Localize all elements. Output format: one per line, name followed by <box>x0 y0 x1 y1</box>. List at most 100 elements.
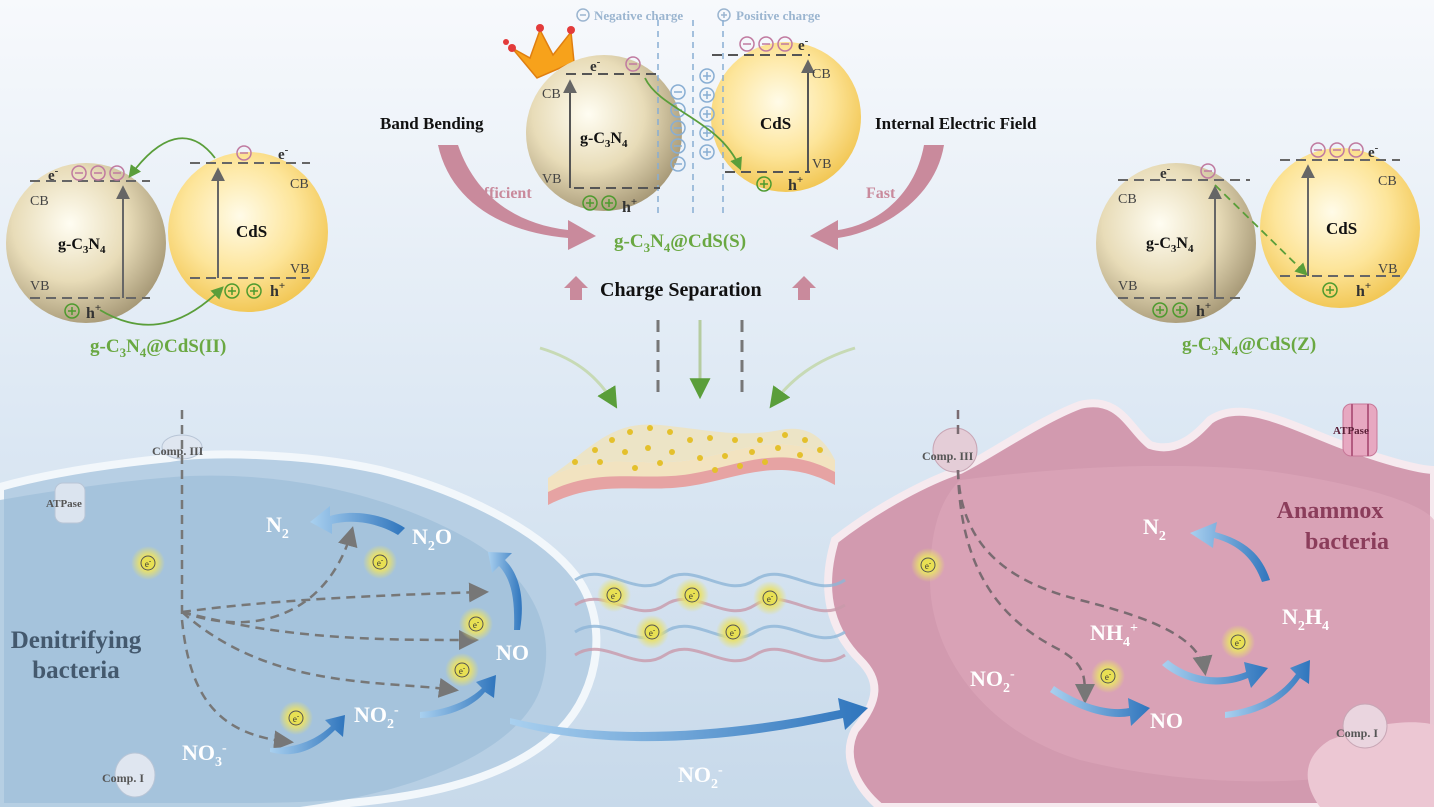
svg-text:e-: e- <box>473 618 480 630</box>
atpase-right: ATPase <box>1333 403 1378 457</box>
cb-label: CB <box>1118 192 1137 207</box>
gcn-label: g-C3N4 <box>580 130 628 150</box>
vb-label: VB <box>290 262 309 277</box>
svg-text:e-: e- <box>767 592 774 604</box>
positive-charge-icon <box>717 8 731 22</box>
cds-label: CdS <box>760 114 791 133</box>
no3-label: NO3- <box>182 740 227 770</box>
comp3-label: Comp. III <box>152 444 204 458</box>
electron-icon: e- <box>459 607 493 641</box>
electron-label: e- <box>798 35 809 54</box>
electron-icon: e- <box>445 653 479 687</box>
svg-text:e-: e- <box>925 559 932 571</box>
electron-icon: e- <box>753 581 787 615</box>
anammox-label: Anammox <box>1277 498 1384 524</box>
no2-label-middle: NO2- <box>678 762 723 792</box>
electron-icon: e- <box>1221 625 1255 659</box>
negative-charge-icon <box>576 8 590 22</box>
n2-label-left: N2 <box>266 512 289 542</box>
electron-icon: e- <box>675 578 709 612</box>
hole-label: h+ <box>788 174 803 194</box>
light-arrows <box>539 320 856 409</box>
positive-charge-icons <box>582 176 772 211</box>
vb-label: VB <box>30 279 49 294</box>
electron-label: e- <box>1160 163 1171 182</box>
n2h4-label: N2H4 <box>1282 604 1329 634</box>
electrons: e- e- e- e- e- e- e- e- e- e- e- e- e- <box>131 545 1255 735</box>
gcn-sphere <box>526 55 682 211</box>
interface-negative-charges <box>670 84 686 172</box>
anammox-cell: Anammox bacteria <box>824 399 1434 807</box>
positive-charge-icons <box>64 283 262 319</box>
gcn-sphere <box>6 163 166 323</box>
comp1-protein-right: Comp. I <box>1336 703 1388 749</box>
photocatalyst-sheet <box>548 424 835 505</box>
no2-label-right: NO2- <box>970 666 1015 696</box>
band-bending-label: Band Bending <box>380 114 484 133</box>
cb-label: CB <box>812 67 831 82</box>
svg-text:e-: e- <box>459 664 466 676</box>
charge-legend: Negative charge Positive charge <box>576 8 820 23</box>
zscheme-heterojunction: CB VB CB VB g-C3N4 CdS e- e- h+ h+ g-C3N… <box>1096 142 1420 358</box>
denitrification-arrows <box>270 506 868 755</box>
hole-label: h+ <box>1196 300 1211 320</box>
charge-separation-label: Charge Separation <box>600 279 762 301</box>
electron-label: e- <box>1368 142 1379 161</box>
anammox-electron-paths <box>956 410 1213 704</box>
hole-label: h+ <box>1356 280 1371 300</box>
species-labels: N2 N2O NO NO2- NO3- NO2- N2 NH4+ N2H4 NO… <box>182 512 1329 792</box>
svg-text:e-: e- <box>1105 670 1112 682</box>
positive-charge-icons <box>1152 282 1338 318</box>
cb-label: CB <box>30 194 49 209</box>
comp3-label: Comp. III <box>922 449 974 463</box>
atpase-left: ATPase <box>46 482 86 524</box>
denitrifying-label: bacteria <box>32 657 120 684</box>
atpase-label: ATPase <box>46 498 82 510</box>
electron-label: e- <box>48 165 59 184</box>
electron-icon: e- <box>363 545 397 579</box>
electron-label: e- <box>278 144 289 163</box>
fast-arrow <box>810 145 944 250</box>
vb-label: VB <box>812 157 831 172</box>
electron-icon: e- <box>131 546 165 580</box>
electron-icon: e- <box>597 578 631 612</box>
denitrifying-electron-paths <box>180 410 489 751</box>
electron-icon: e- <box>279 701 313 735</box>
electron-icon: e- <box>1091 659 1125 693</box>
no-label-right: NO <box>1150 708 1183 733</box>
anammox-label: bacteria <box>1305 529 1389 555</box>
electron-label: e- <box>590 56 601 75</box>
sscheme-label: g-C3N4@CdS(S) <box>614 231 746 255</box>
svg-text:e-: e- <box>1235 636 1242 648</box>
comp1-label: Comp. I <box>1336 726 1378 740</box>
svg-text:e-: e- <box>649 626 656 638</box>
zscheme-label: g-C3N4@CdS(Z) <box>1182 334 1316 358</box>
cds-sphere <box>168 152 328 312</box>
nh4-label: NH4+ <box>1090 620 1138 650</box>
no2-label-left: NO2- <box>354 702 399 732</box>
hole-label: h+ <box>270 280 285 300</box>
up-arrow-icon <box>792 276 816 300</box>
svg-text:e-: e- <box>689 589 696 601</box>
hole-label: h+ <box>86 302 101 322</box>
svg-text:e-: e- <box>611 589 618 601</box>
denitrifying-label: Denitrifying <box>11 627 142 654</box>
fast-label: Fast <box>866 185 896 202</box>
positive-charge-label: Positive charge <box>736 8 820 23</box>
comp3-protein-right: Comp. III <box>922 427 978 473</box>
gcn-label: g-C3N4 <box>1146 235 1194 255</box>
vb-label: VB <box>1118 279 1137 294</box>
efficient-arrow <box>438 145 596 250</box>
atpase-label: ATPase <box>1333 425 1369 437</box>
svg-text:e-: e- <box>377 556 384 568</box>
cb-label: CB <box>290 177 309 192</box>
cds-sphere <box>711 42 861 192</box>
cds-label: CdS <box>236 222 267 241</box>
cb-label: CB <box>542 87 561 102</box>
negative-charge-icons <box>71 145 252 181</box>
electron-conduits <box>574 572 846 663</box>
negative-charge-icons <box>625 36 793 72</box>
type2-heterojunction: CB VB CB VB g-C3N4 CdS e- e- h+ h+ g-C3N… <box>6 137 328 360</box>
negative-charge-icons <box>1200 142 1364 179</box>
